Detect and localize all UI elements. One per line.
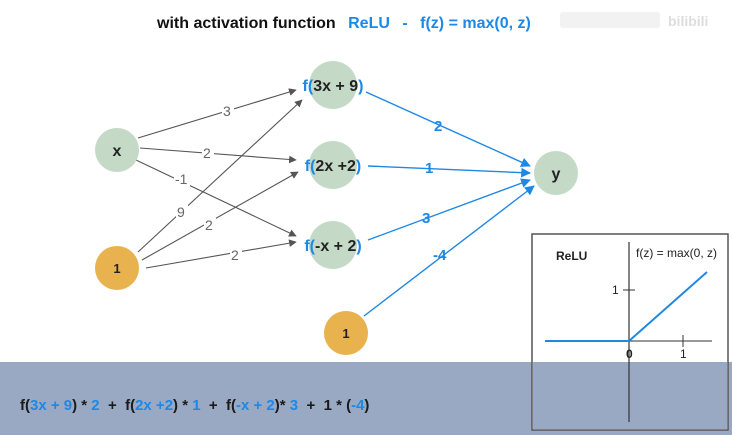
inset-origin-label: 0 — [626, 347, 633, 361]
weight-x-h2: 2 — [203, 145, 211, 161]
edge-bias-y — [363, 185, 535, 317]
edge-b-h2 — [141, 171, 299, 261]
weight-h1-y: 2 — [434, 118, 442, 135]
weight-bias-y: -4 — [433, 247, 447, 264]
formula-segment: f( — [226, 397, 236, 414]
weight-b-h1: 9 — [177, 204, 185, 220]
input-edges — [135, 88, 303, 269]
formula-segment: + — [298, 397, 323, 414]
relu-inset: ReLU f(z) = max(0, z) 1 0 1 — [531, 233, 729, 431]
formula-segment: + — [201, 397, 226, 414]
formula-segment: 3x + 9 — [30, 397, 72, 414]
node-bias-hidden — [324, 311, 368, 355]
formula-segment: ) * — [173, 397, 192, 414]
formula-segment: f( — [20, 397, 30, 414]
node-h1 — [309, 61, 357, 109]
node-h1-label: f(3x + 9) — [303, 78, 364, 95]
edge-b-h1 — [137, 99, 303, 253]
output-weights: 2 1 3 -4 — [422, 118, 447, 264]
node-bias-hidden-label: 1 — [342, 326, 349, 341]
inset-formula: f(z) = max(0, z) — [636, 246, 717, 260]
formula-segment: 2x +2 — [135, 397, 173, 414]
formula-segment: f( — [125, 397, 135, 414]
formula-segment: 3 — [290, 397, 298, 414]
node-x — [95, 128, 139, 172]
title-separator: - — [402, 15, 407, 32]
node-h3 — [309, 221, 357, 269]
formula-segment: 1 * ( — [324, 397, 352, 414]
edge-h1-y — [365, 91, 531, 167]
formula-segment: -4 — [351, 397, 365, 414]
inset-band — [533, 362, 727, 429]
formula-segment: 2 — [91, 397, 99, 414]
edge-h3-y — [367, 178, 531, 241]
formula-segment: )* — [275, 397, 290, 414]
title-formula: f(z) = max(0, z) — [420, 15, 531, 32]
watermark-block — [560, 12, 660, 28]
weight-x-h3: -1 — [175, 171, 188, 187]
edge-x-h2 — [139, 147, 297, 164]
weight-b-h2: 2 — [205, 217, 213, 233]
edge-x-h1 — [137, 88, 297, 139]
edge-x-h3 — [135, 159, 297, 237]
node-x-label: x — [113, 143, 122, 160]
relu-linear-segment — [628, 271, 708, 342]
edge-h2-y — [367, 165, 531, 178]
output-edges — [363, 91, 535, 317]
node-y-label: y — [552, 166, 561, 183]
node-bias-input — [95, 246, 139, 290]
node-h2 — [309, 141, 357, 189]
title-prefix: with activation function — [156, 15, 336, 32]
watermark-text: bilibili — [668, 13, 708, 29]
formula-segment: -x + 2 — [236, 397, 275, 414]
formula-segment: + — [100, 397, 125, 414]
input-weights: 3 2 -1 9 2 2 — [174, 103, 242, 263]
weight-h2-y: 1 — [425, 160, 433, 177]
title-relu: ReLU — [348, 15, 390, 32]
page-title: with activation function ReLU - f(z) = m… — [156, 15, 531, 32]
inset-title: ReLU — [556, 249, 587, 263]
weight-h3-y: 3 — [422, 210, 430, 227]
formula-segment: 1 — [192, 397, 200, 414]
formula-segment: ) * — [72, 397, 91, 414]
node-h3-label: f(-x + 2) — [304, 238, 361, 255]
inset-tick-y-label: 1 — [612, 283, 619, 297]
inset-tick-x-label: 1 — [680, 347, 687, 361]
edge-b-h3 — [145, 239, 297, 269]
formula-line: f(3x + 9) * 2 + f(2x +2) * 1 + f(-x + 2)… — [20, 397, 369, 414]
node-h2-label: f(2x +2) — [305, 158, 361, 175]
formula-segment: ) — [364, 397, 369, 414]
node-y — [534, 151, 578, 195]
weight-b-h3: 2 — [231, 247, 239, 263]
weight-x-h1: 3 — [223, 103, 231, 119]
node-bias-input-label: 1 — [113, 261, 120, 276]
